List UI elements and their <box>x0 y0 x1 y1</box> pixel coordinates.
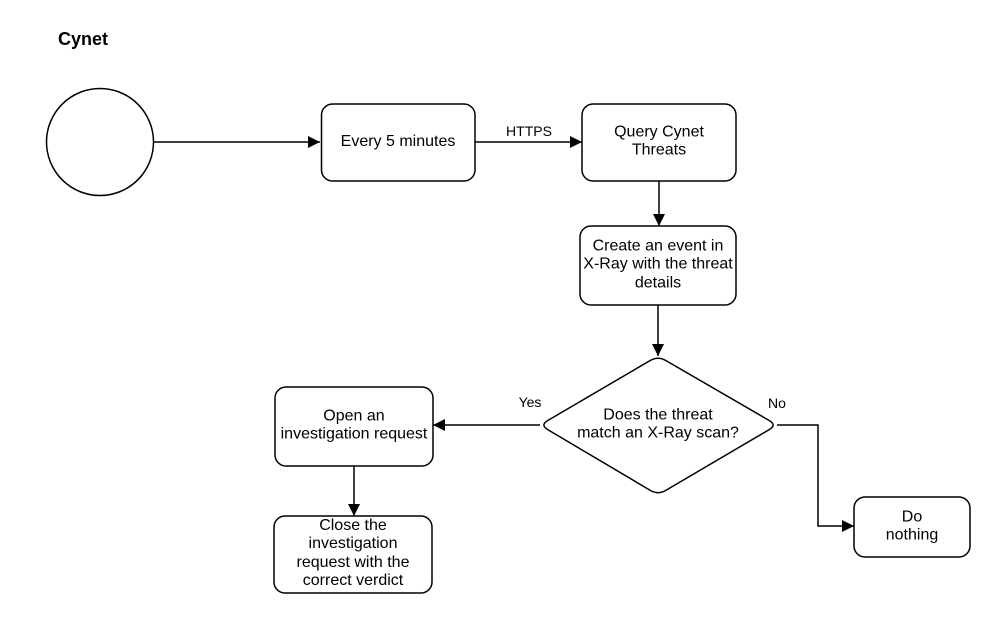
process-box-do-nothing <box>853 496 971 558</box>
start-node-circle <box>45 87 155 197</box>
process-box-create-event <box>579 225 737 306</box>
edge-no <box>777 424 854 532</box>
process-box-close-investigation <box>273 515 433 594</box>
process-box-open-investigation <box>274 386 434 467</box>
process-box-every-5-minutes <box>320 103 476 182</box>
process-box-query-cynet-threats <box>581 103 737 182</box>
diagram-title: Cynet <box>58 29 109 49</box>
decision-diamond-threat-match <box>543 357 774 494</box>
